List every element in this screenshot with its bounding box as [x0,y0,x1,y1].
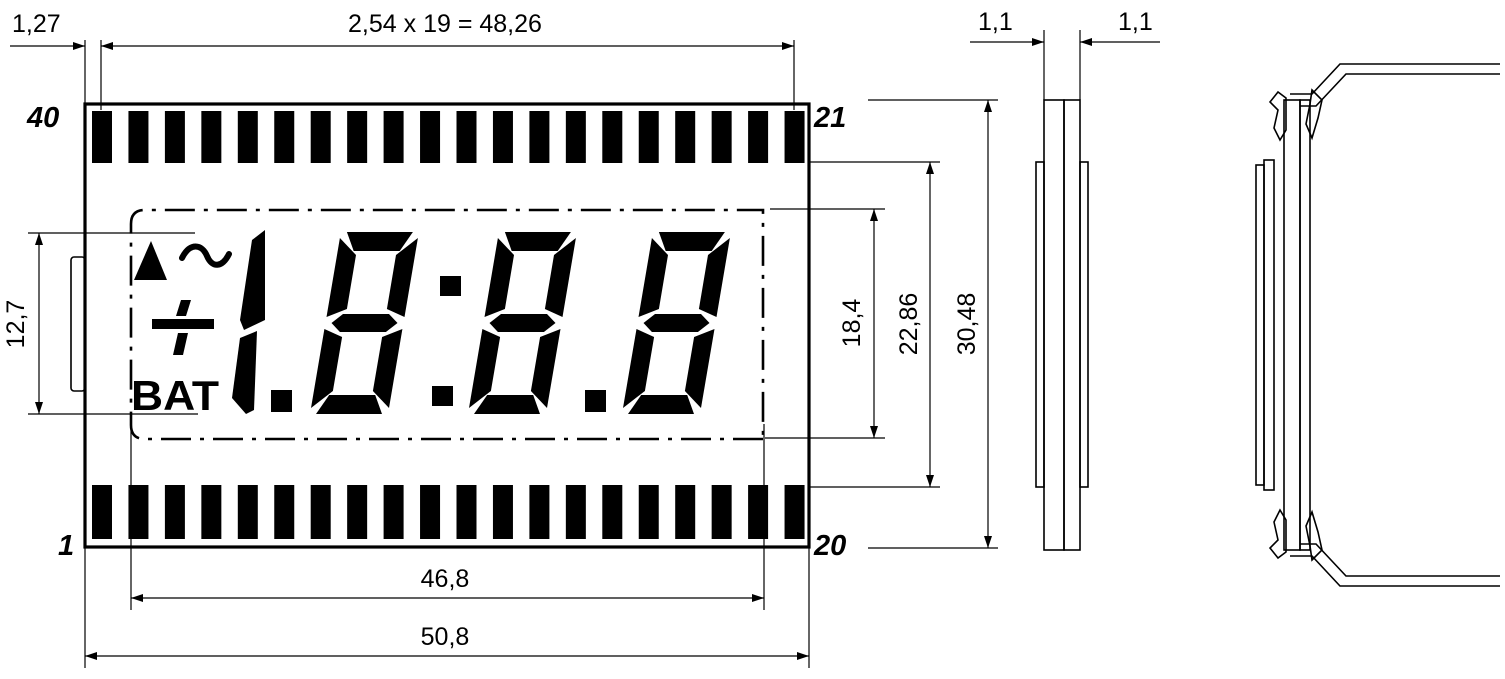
digit-8 [623,232,730,414]
dimension-digit-height: 12,7 [2,300,30,349]
pin-pad [711,111,732,163]
digit-8 [469,232,576,414]
digit-segment [331,314,398,332]
pin-pad [748,111,769,163]
pin-label-1: 1 [58,530,74,562]
colon [432,276,461,406]
pin-row-top [92,111,805,163]
dimension-pin-row-spacing: 22,86 [895,293,923,356]
dimension-total-height: 30,48 [953,293,981,356]
pin-pad [128,111,149,163]
digit-8 [311,232,418,414]
pin-pad [274,111,295,163]
pin-pad [456,111,477,163]
battery-label: BAT [131,372,219,419]
tilde-icon [179,243,232,268]
pin-pad [638,485,659,539]
pin-pad [784,111,805,163]
pin-pad [237,111,258,163]
pin-label-40: 40 [26,102,59,134]
pin-pad [711,485,732,539]
digit-segment [698,238,730,317]
digit-segment [469,329,501,408]
pin-pad [675,485,696,539]
pin-pad [92,485,112,539]
pin-pad [164,485,185,539]
front-view: BAT 40 21 1 20 1,27 2,54 x 19 = 48,26 [2,10,998,668]
digit-segment [638,238,668,317]
viewing-area-outline [129,208,765,441]
pin-pad [310,485,331,539]
digit-segment [623,329,655,408]
digit-segment [326,238,356,317]
decimal-point [585,390,606,412]
digit-segment [628,395,694,414]
digit-segment [311,329,343,408]
digit-segment [544,238,576,317]
dimension-view-width: 46,8 [421,565,470,593]
pin-pad [201,485,222,539]
dimension-pin-pitch: 2,54 x 19 = 48,26 [348,10,542,38]
pin-pad [529,111,550,163]
pin-pad [347,485,368,539]
dimension-glass-left: 1,1 [978,8,1013,36]
pin-pad [565,111,586,163]
pin-pad [92,111,112,163]
side-view-with-pins [1255,63,1500,587]
digit-segment [658,232,725,251]
pin-pad [456,485,477,539]
pin-pad [420,485,441,539]
side-view: 1,1 1,1 [970,8,1160,551]
digit-segment [372,329,403,408]
dimension-view-height: 18,4 [838,299,866,348]
dimension-glass-right: 1,1 [1118,8,1153,36]
digit-segment [474,395,540,414]
digit-segment [346,232,413,251]
pin-pad [128,485,149,539]
digit-segment [489,314,556,332]
pin-pad [492,111,513,163]
digit-segment [684,329,715,408]
pin-pad [748,485,769,539]
decimal-point [271,390,292,412]
pin-pad [274,485,295,539]
plus-minus-icon [152,300,214,355]
pin-pad [492,485,513,539]
digit-segment [484,238,514,317]
digit-1 [232,230,265,414]
pin-pad [784,485,805,539]
pin-label-20: 20 [813,530,846,562]
pin-pad [347,111,368,163]
pin-pad [237,485,258,539]
pin-pad [164,111,185,163]
pin-pad [638,111,659,163]
left-notch [70,256,86,392]
dimension-total-width: 50,8 [421,623,470,651]
pin-label-21: 21 [813,102,846,134]
dimension-pitch-edge: 1,27 [12,10,61,38]
digit-segment [504,232,571,251]
triangle-up-icon [134,241,167,280]
digit-segment [530,329,561,408]
digit-segment [316,395,382,414]
pin-pad [529,485,550,539]
pin-pad [420,111,441,163]
pin-pad [310,111,331,163]
pin-pad [602,485,623,539]
pin-pad [201,111,222,163]
pin-pad [565,485,586,539]
digit-segment [643,314,710,332]
pin-row-bottom [92,485,805,539]
pin-pad [602,111,623,163]
pin-pad [675,111,696,163]
pin-pad [383,111,404,163]
pin-pad [383,485,404,539]
digit-segment [386,238,418,317]
